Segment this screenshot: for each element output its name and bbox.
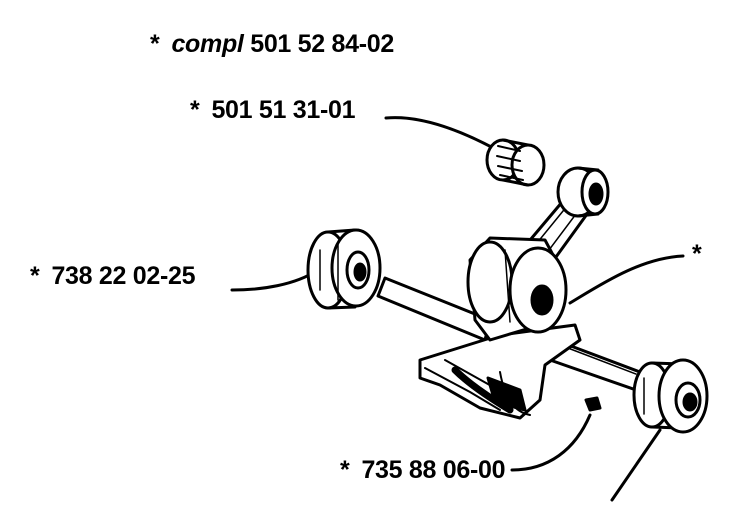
label-assembly-number: 501 52 84-02 xyxy=(250,30,394,58)
needle-bearing-part xyxy=(485,138,546,187)
label-needle-bearing: * 501 51 31-01 xyxy=(190,96,356,125)
crank-pin-journal xyxy=(466,236,568,342)
label-key-number: 735 88 06-00 xyxy=(361,456,506,484)
label-left-bearing-star: * xyxy=(30,262,40,290)
leader-needle-bearing xyxy=(384,116,499,152)
left-main-bearing xyxy=(306,228,382,310)
label-left-bearing-number: 738 22 02-25 xyxy=(51,262,196,290)
label-key: * 735 88 06-00 xyxy=(340,456,506,485)
leader-right-marker xyxy=(568,254,685,305)
label-assembly-prefix: compl xyxy=(171,30,244,58)
crank-web xyxy=(418,323,582,420)
label-right-marker-star: * xyxy=(692,240,702,268)
label-needle-bearing-star: * xyxy=(190,96,200,124)
right-main-bearing xyxy=(632,358,709,434)
label-assembly: * compl 501 52 84-02 xyxy=(150,30,394,59)
label-key-star: * xyxy=(340,456,350,484)
label-assembly-star: * xyxy=(150,30,160,58)
leader-left-bearing xyxy=(230,268,320,292)
label-needle-bearing-number: 501 51 31-01 xyxy=(211,96,356,124)
woodruff-key-part xyxy=(584,396,602,412)
label-left-bearing: * 738 22 02-25 xyxy=(30,262,196,291)
leader-right-bearing xyxy=(610,428,662,502)
leader-key xyxy=(510,413,592,472)
label-right-marker: * xyxy=(692,240,702,269)
